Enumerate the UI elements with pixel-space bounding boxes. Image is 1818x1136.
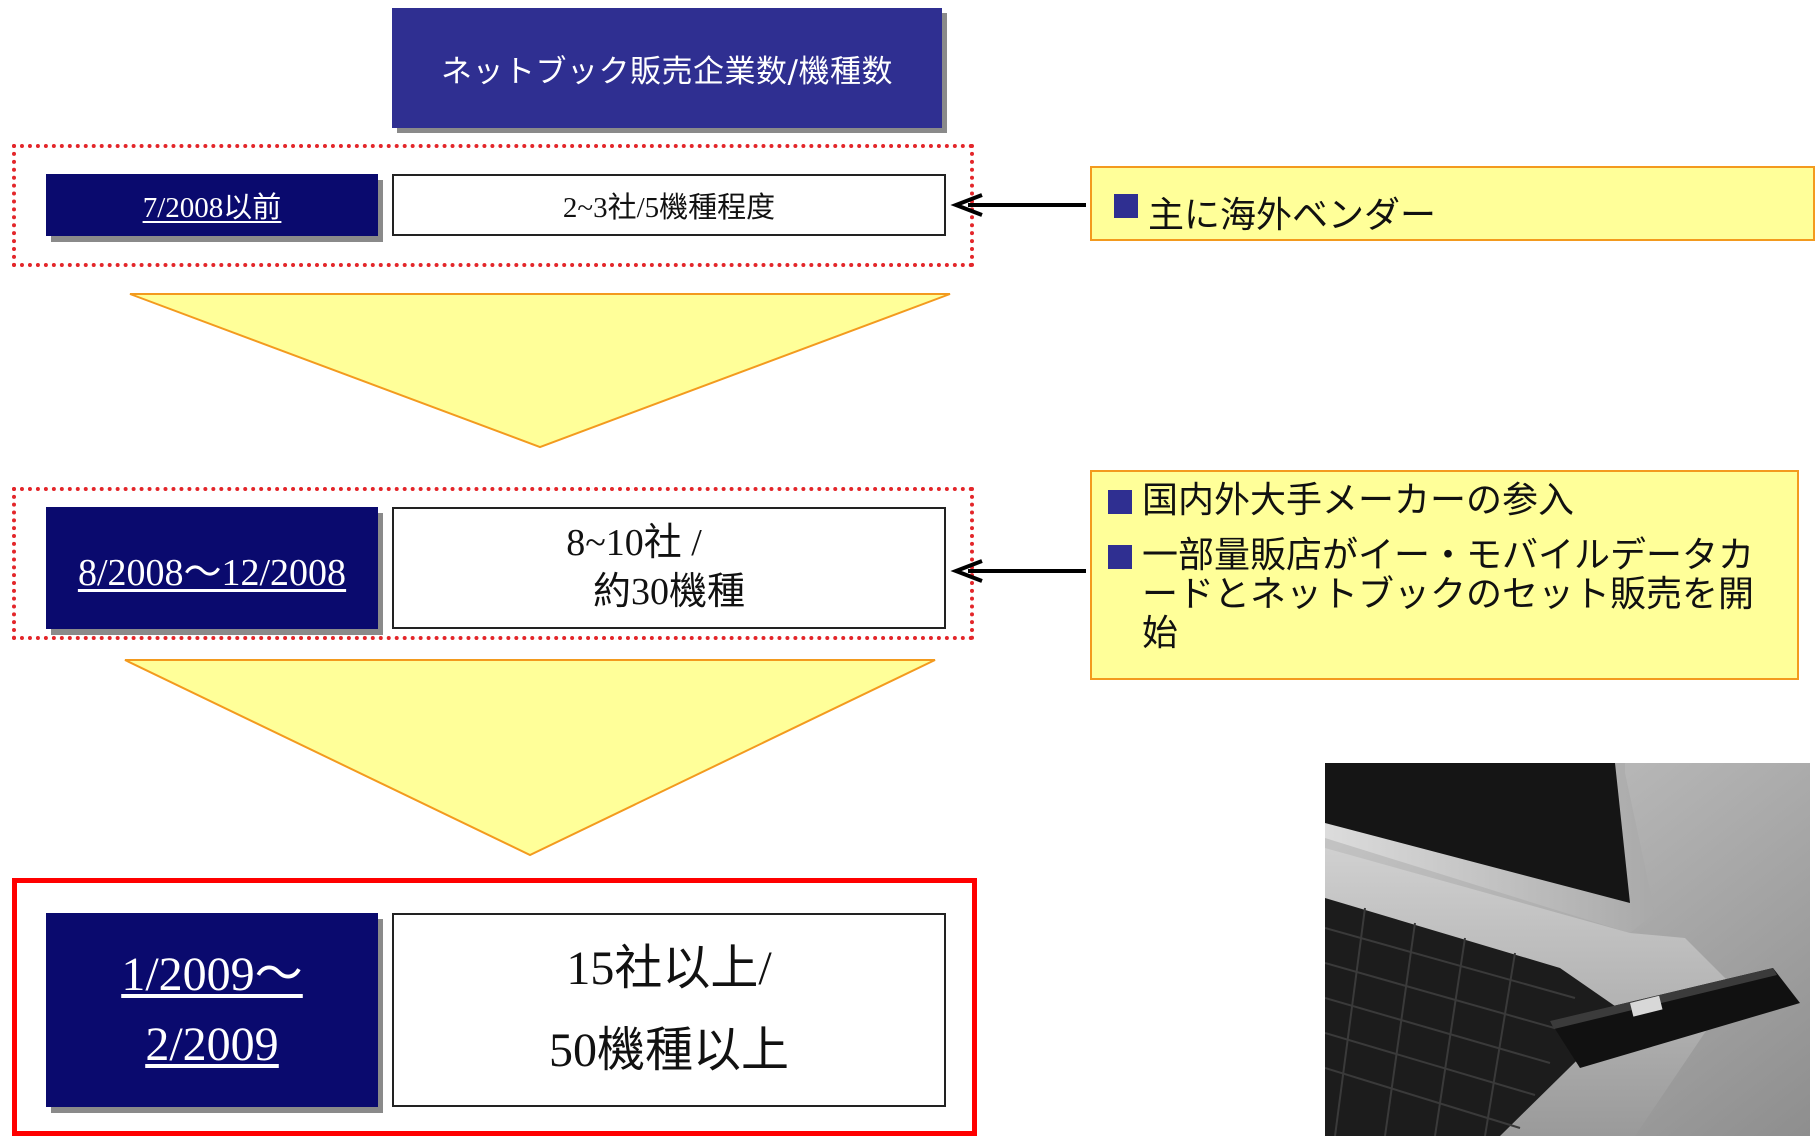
stage1-count-line: 2~3社/5機種程度 [562,192,776,224]
stage3-count-line2: 50機種以上 [548,1024,789,1077]
note-first-item: 主に海外ベンダー [1114,186,1791,238]
stage3-period-line1: 1/2009～ [121,948,303,1002]
diagram-title: ネットブック販売企業数/機種数 [392,8,942,128]
stage2-count: 8~10社 / 約30機種 [392,507,946,629]
laptop-datacard-photo [1325,763,1810,1136]
stage1-period: 7/2008以前 [46,174,378,236]
stage2-count-line1: 8~10社 / [566,521,702,564]
stage3-period-line2: 2/2009 [145,1018,279,1071]
stage2-period-label: 8/2008～12/2008 [77,551,347,594]
stage3-count: 15社以上/ 50機種以上 [392,913,946,1107]
note-second-item1: 国内外大手メーカーの参入 [1108,480,1781,521]
stage2-period: 8/2008～12/2008 [46,507,378,629]
square-bullet-icon [1108,544,1132,569]
stage3-count-line1: 15社以上/ [566,942,772,996]
laptop-datacard-photo-icon [1325,763,1810,1136]
stage1-count: 2~3社/5機種程度 [392,174,946,236]
square-bullet-icon [1108,490,1132,514]
note-first: 主に海外ベンダー [1090,166,1815,241]
stage2-count-line2: 約30機種 [592,571,745,613]
note-first-text: 主に海外ベンダー [1148,195,1437,236]
note-second-item2: 一部量販店がイー・モバイルデータカードとネットブックのセット販売を開始 [1108,534,1781,654]
note-second-text2: 一部量販店がイー・モバイルデータカードとネットブックのセット販売を開始 [1142,534,1755,654]
arrow-head-1 [950,193,983,217]
down-arrow-1 [129,293,951,449]
down-arrow-2 [124,659,936,857]
stage3-period: 1/2009～ 2/2009 [46,913,378,1107]
stage3-frame [12,878,977,1136]
note-second: 国内外大手メーカーの参入 一部量販店がイー・モバイルデータカードとネットブックの… [1090,470,1799,680]
stage1-period-label: 7/2008以前 [142,192,282,224]
note-second-text1: 国内外大手メーカーの参入 [1142,480,1575,521]
square-bullet-icon [1114,194,1138,218]
arrow-head-2 [950,559,983,583]
